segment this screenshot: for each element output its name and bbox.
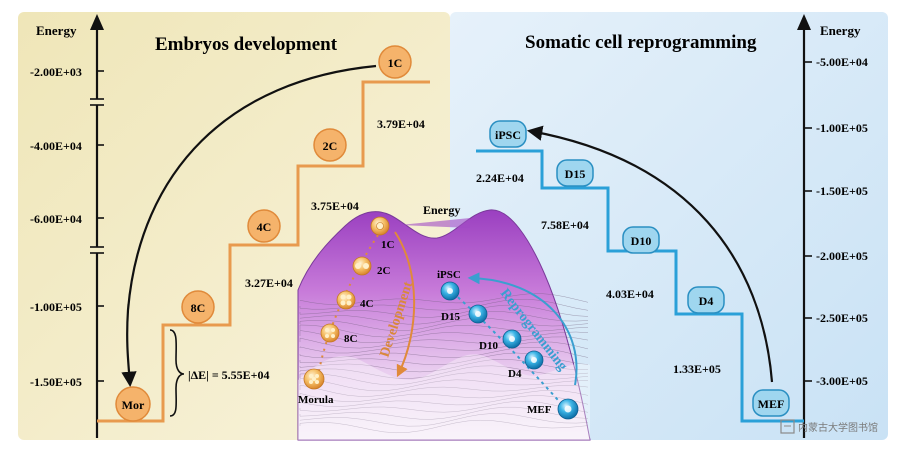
right-tick-label: -3.00E+05 [816,374,868,388]
stage-node-d10: D10 [622,226,660,254]
development-arrow [394,231,416,378]
right-gap-label: 1.33E+05 [673,362,721,376]
landscape-left-label: Morula [298,394,334,406]
stage-node-8c: 8C [181,290,215,324]
landscape-left-label: 8C [344,333,358,345]
right-energy-axis [797,14,812,438]
landscape-cell-d10 [502,329,522,349]
landscape-right-label: D4 [508,368,522,380]
right-gap-label: 7.58E+04 [541,218,589,232]
right-tick-label: -2.50E+05 [816,311,868,325]
embryo-transition-arrow [121,64,377,388]
landscape-left-label: 1C [381,239,395,251]
right-gap-label: 4.03E+04 [606,287,654,301]
landscape-left-label: 4C [360,298,374,310]
stage-node-d4: D4 [687,286,725,314]
reprogramming-arrow [467,272,578,386]
stage-node-4c: 4C [247,209,281,243]
stage-label: 1C [388,56,403,70]
landscape-cell-mef [557,398,579,420]
left-panel-title: Embryos development [155,34,338,55]
landscape-right-label: MEF [527,404,552,416]
stage-label: 2C [323,139,338,153]
delta-brace [169,329,185,417]
landscape-cell-d15 [468,304,488,324]
landscape-cell-1c [370,216,390,236]
stage-node-morula: Mor [115,386,151,422]
landscape-cell-4c [336,290,356,310]
stage-node-mef: MEF [752,389,790,417]
landscape-cell-8c [320,323,340,343]
landscape-energy-label: Energy [423,203,460,217]
left-tick-label: -4.00E+04 [30,139,82,153]
left-axis-label: Energy [36,23,77,38]
left-gap-label: 3.75E+04 [311,199,359,213]
landscape-cell-morula [303,368,325,390]
left-tick-label: -2.00E+03 [30,65,82,79]
left-gap-label: 3.79E+04 [377,117,425,131]
stage-node-2c: 2C [313,128,347,162]
landscape-left-label: 2C [377,265,391,277]
stage-node-1c: 1C [378,45,412,79]
stage-label: iPSC [495,128,521,142]
watermark-text: 内蒙古大学图书馆 [798,421,878,434]
right-panel-title: Somatic cell reprogramming [525,32,757,53]
stage-node-d15: D15 [556,159,594,187]
landscape-cell-ipsc [440,281,460,301]
left-tick-label: -1.50E+05 [30,375,82,389]
left-tick-label: -6.00E+04 [30,212,82,226]
left-energy-axis [90,14,104,438]
landscape-right-label: iPSC [437,269,461,281]
right-tick-label: -2.00E+05 [816,249,868,263]
stage-label: MEF [758,397,785,411]
right-tick-label: -1.50E+05 [816,184,868,198]
stage-label: D4 [699,294,714,308]
library-logo-icon [780,419,795,434]
landscape-energy-arrow [400,218,470,228]
stage-label: 8C [191,301,206,315]
left-tick-label: -1.00E+05 [30,300,82,314]
stage-label: D10 [631,234,652,248]
landscape-cell-d4 [524,350,544,370]
embryo-energy-staircase [97,80,430,423]
reprogramming-dotted-path [451,291,568,411]
reprogramming-transition-arrow [526,125,774,383]
right-axis-label: Energy [820,23,861,38]
right-tick-label: -1.00E+05 [816,121,868,135]
library-watermark: 内蒙古大学图书馆 [780,419,878,434]
landscape-right-label: D10 [479,340,498,352]
delta-energy-label: |ΔE| = 5.55E+04 [188,368,270,382]
right-gap-label: 2.24E+04 [476,171,524,185]
stage-label: 4C [257,220,272,234]
stage-node-ipsc: iPSC [489,120,527,148]
stage-label: Mor [122,398,145,412]
left-gap-label: 3.27E+04 [245,276,293,290]
stage-label: D15 [565,167,586,181]
landscape-cell-2c [352,256,372,276]
landscape-right-label: D15 [441,311,460,323]
right-tick-label: -5.00E+04 [816,55,868,69]
